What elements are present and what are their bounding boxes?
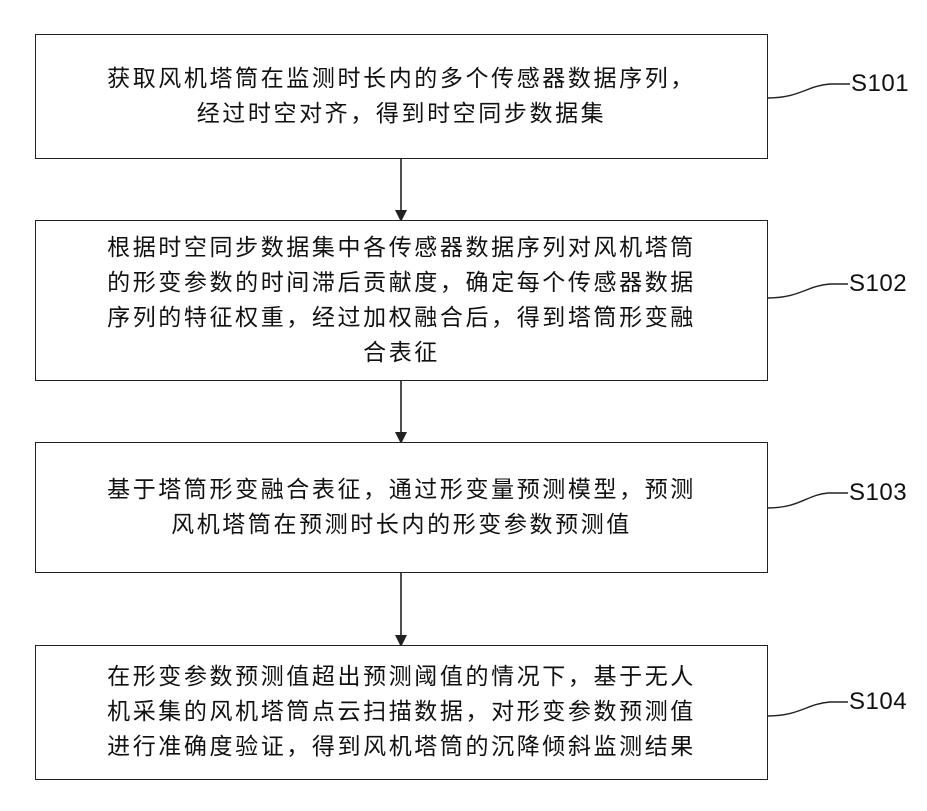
step-text-s101: 获取风机塔筒在监测时长内的多个传感器数据序列， 经过时空对齐，得到时空同步数据集 [107, 62, 696, 132]
leader-line-s102 [767, 284, 848, 298]
step-box-s101: 获取风机塔筒在监测时长内的多个传感器数据序列， 经过时空对齐，得到时空同步数据集 [35, 34, 768, 159]
step-text-s103: 基于塔筒形变融合表征，通过形变量预测模型，预测 风机塔筒在预测时长内的形变参数预… [107, 473, 696, 543]
step-box-s103: 基于塔筒形变融合表征，通过形变量预测模型，预测 风机塔筒在预测时长内的形变参数预… [35, 442, 768, 573]
leader-line-s101 [767, 84, 850, 98]
step-text-s102: 根据时空同步数据集中各传感器数据序列对风机塔筒 的形变参数的时间滞后贡献度，确定… [107, 231, 696, 371]
step-id-s102: S102 [849, 270, 907, 298]
step-id-s103: S103 [849, 479, 907, 507]
step-id-s101: S101 [851, 70, 909, 98]
leader-line-s103 [767, 493, 848, 508]
step-text-s104: 在形变参数预测值超出预测阈值的情况下，基于无人 机采集的风机塔筒点云扫描数据，对… [107, 660, 696, 765]
leader-line-s104 [767, 702, 848, 716]
step-box-s104: 在形变参数预测值超出预测阈值的情况下，基于无人 机采集的风机塔筒点云扫描数据，对… [35, 645, 768, 780]
step-box-s102: 根据时空同步数据集中各传感器数据序列对风机塔筒 的形变参数的时间滞后贡献度，确定… [35, 220, 768, 381]
step-id-s104: S104 [849, 688, 907, 716]
